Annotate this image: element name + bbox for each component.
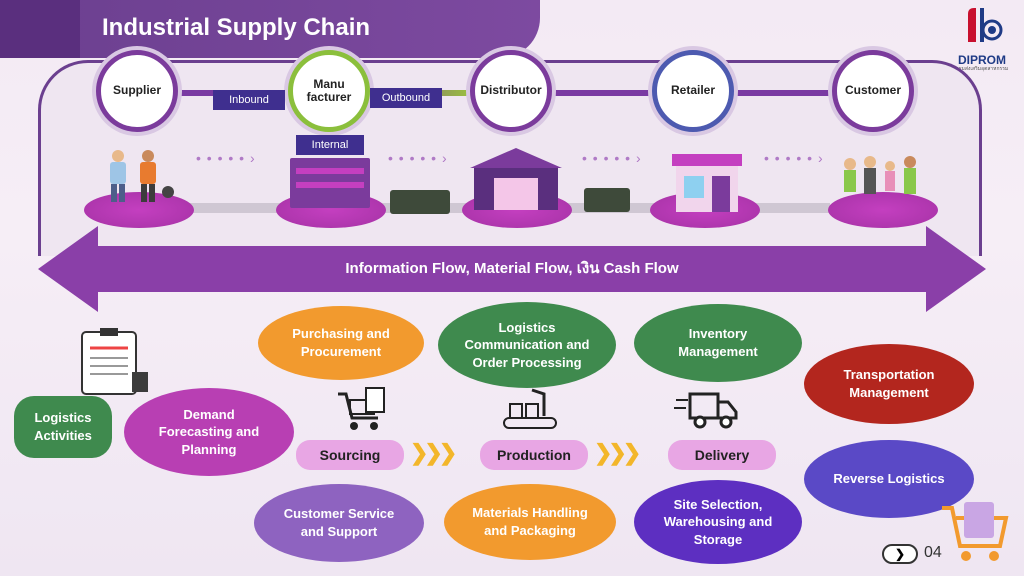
tag-inbound: Inbound: [213, 90, 285, 110]
communication-ellipse: Logistics Communication and Order Proces…: [438, 302, 616, 388]
ellipse-text: Inventory Management: [678, 326, 758, 359]
node-supplier: Supplier: [96, 50, 178, 132]
node-customer: Customer: [832, 50, 914, 132]
ellipse-text: Reverse Logistics: [833, 471, 945, 487]
chevron-right-icon: ❯: [894, 547, 906, 561]
node-label: Customer: [844, 83, 901, 98]
node-label: Manu facturer: [306, 76, 352, 104]
chevrons-icon: ❯❯❯: [410, 440, 457, 465]
purchasing-ellipse: Purchasing and Procurement: [258, 306, 424, 380]
logo-subtitle: กรมส่งเสริมอุตสาหกรรม: [955, 66, 1009, 72]
factory-illustration: [290, 148, 370, 208]
reverse-logistics-ellipse: Reverse Logistics: [804, 440, 974, 518]
transportation-ellipse: Transportation Management: [804, 344, 974, 424]
stage-label: Delivery: [694, 447, 750, 463]
demand-forecasting-ellipse: Demand Forecasting and Planning: [124, 388, 294, 476]
warehouse-illustration: [470, 148, 562, 210]
ellipse-text: Transportation Management: [843, 367, 935, 400]
flow-label: Information Flow, Material Flow, เงิน Ca…: [345, 260, 679, 277]
tag-outbound: Outbound: [370, 88, 442, 108]
tag-internal: Internal: [296, 135, 364, 155]
ellipse-text: Site Selection, Warehousing and Storage: [663, 496, 773, 547]
shopping-bag-cart-illustration: [938, 494, 1010, 566]
title-bar: Industrial Supply Chain: [0, 0, 540, 58]
stage-production: Production: [480, 440, 588, 470]
node-label: Distributor: [480, 83, 542, 98]
customer-service-ellipse: Customer Service and Support: [254, 484, 424, 562]
truck-icon: [584, 188, 630, 212]
stage-label: Production: [497, 447, 571, 463]
ellipse-text: Customer Service and Support: [283, 506, 395, 539]
chevrons-icon: ❯❯❯: [594, 440, 641, 465]
logo-icon: [968, 8, 1003, 42]
inventory-ellipse: Inventory Management: [634, 304, 802, 382]
materials-handling-ellipse: Materials Handling and Packaging: [444, 484, 616, 560]
ellipse-text: Demand Forecasting and Planning: [158, 406, 260, 457]
diprom-logo: DIPROM กรมส่งเสริมอุตสาหกรรม: [952, 4, 1012, 72]
flow-dots: • • • • • ›: [764, 150, 824, 166]
stage-disc-supplier: [84, 192, 194, 228]
customers-illustration: [840, 156, 924, 210]
shop-illustration: [672, 142, 742, 212]
stage-delivery: Delivery: [668, 440, 776, 470]
stage-disc-customer: [828, 192, 938, 228]
node-label: Retailer: [670, 83, 716, 98]
ellipse-text: Purchasing and Procurement: [292, 326, 390, 359]
logistics-activities-label: Logistics Activities: [14, 396, 112, 458]
stage-sourcing: Sourcing: [296, 440, 404, 470]
ellipse-text: Logistics Communication and Order Proces…: [464, 319, 590, 370]
tag-label: Inbound: [229, 94, 269, 106]
flow-dots: • • • • • ›: [388, 150, 448, 166]
flow-arrow: [38, 226, 986, 312]
node-distributor: Distributor: [470, 50, 552, 132]
page-number: 04: [924, 544, 942, 561]
conveyor-robot-icon: [502, 386, 558, 434]
site-selection-ellipse: Site Selection, Warehousing and Storage: [634, 480, 802, 564]
next-page-button[interactable]: ❯: [882, 544, 918, 564]
ellipse-text: Logistics Activities: [34, 410, 92, 443]
tag-label: Outbound: [381, 92, 431, 104]
delivery-truck-icon: [674, 388, 738, 432]
node-label: Supplier: [112, 83, 161, 98]
tag-label: Internal: [311, 139, 349, 151]
ellipse-text: Materials Handling and Packaging: [472, 505, 588, 538]
node-manufacturer: Manu facturer: [288, 50, 370, 132]
page-title: Industrial Supply Chain: [102, 14, 371, 41]
truck-icon: [390, 190, 450, 214]
node-retailer: Retailer: [652, 50, 734, 132]
logo-name: DIPROM: [958, 53, 1006, 67]
shopping-cart-icon: [336, 386, 388, 434]
flow-dots: • • • • • ›: [196, 150, 256, 166]
flow-dots: • • • • • ›: [582, 150, 642, 166]
farmer-illustration: [96, 148, 176, 204]
stage-label: Sourcing: [319, 447, 381, 463]
clipboard-illustration: [70, 326, 150, 398]
